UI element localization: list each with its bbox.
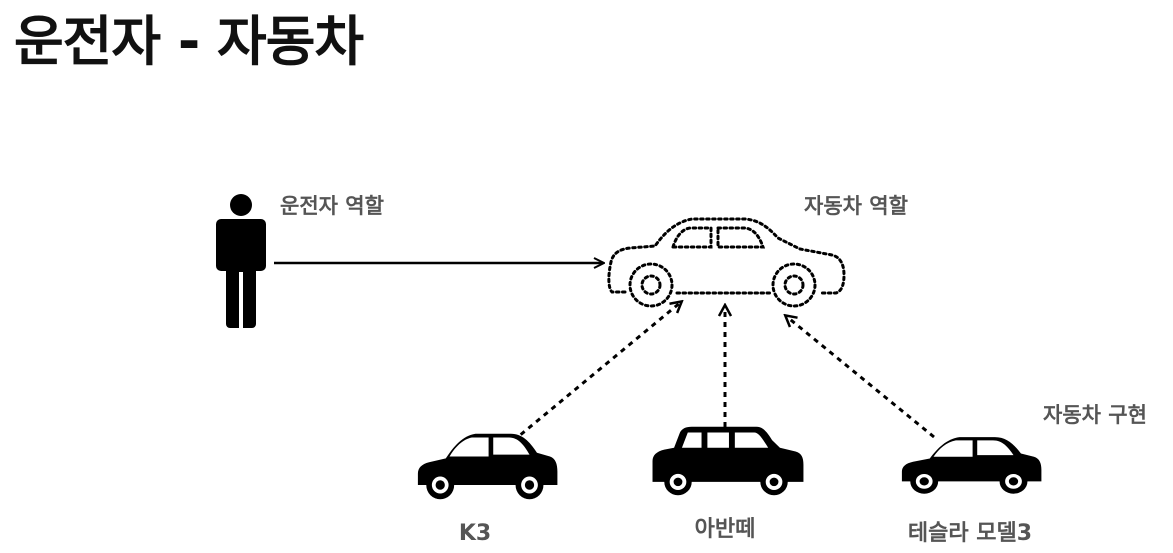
- driver-role-label: 운전자 역할: [280, 194, 384, 218]
- sedan-icon: [901, 437, 1042, 494]
- car-label-tesla: 테슬라 모델3: [907, 521, 1033, 546]
- car-impl-label: 자동차 구현: [1043, 403, 1147, 427]
- car-label-k3: K3: [458, 521, 492, 546]
- person-icon: [216, 194, 266, 328]
- k3-to-car-arrow: [512, 302, 681, 443]
- wagon-icon: [652, 426, 804, 496]
- sedan-icon: [417, 433, 558, 500]
- car-role-label: 자동차 역할: [804, 194, 908, 218]
- car-label-avante: 아반떼: [694, 517, 756, 542]
- tesla-to-car-arrow: [786, 316, 935, 439]
- page-title: 운전자 - 자동차: [14, 10, 364, 73]
- dotted-car-outline-icon: [607, 217, 846, 308]
